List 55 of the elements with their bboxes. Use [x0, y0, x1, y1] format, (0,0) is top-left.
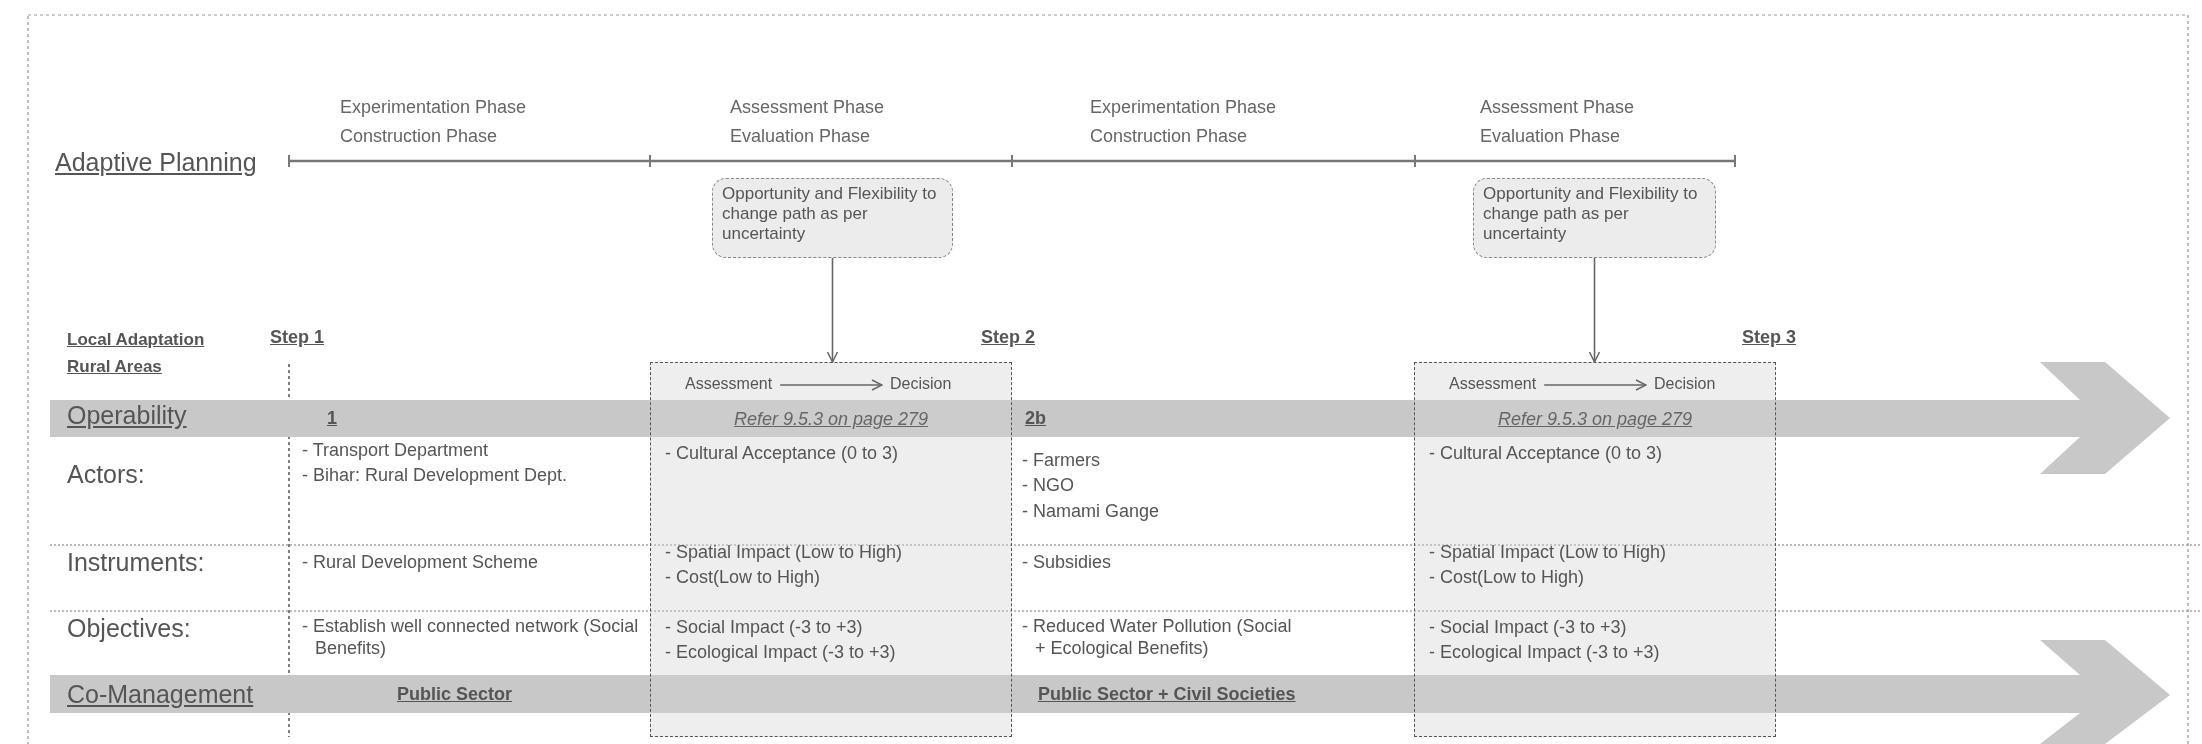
phase-label: Construction Phase [340, 125, 498, 147]
phase-label: Assessment Phase [1480, 96, 1635, 118]
note-box: Opportunity and Flexibility to change path as per uncertainty [1473, 178, 1716, 258]
list-item: - Reduced Water Pollution (Social + Ecological Benefits) [1022, 615, 1293, 659]
assessment-panel [650, 362, 1012, 737]
arrow [1543, 379, 1647, 391]
list-item: - Rural Development Scheme [302, 551, 539, 573]
list-item: - Spatial Impact (Low to High) [1429, 541, 1667, 563]
row-heading: Co-Management [67, 679, 254, 709]
row-heading: Actors: [67, 459, 145, 489]
sector-label: Public Sector + Civil Societies [1038, 683, 1296, 705]
stage-label: Assessment [685, 373, 773, 395]
step-number: 1 [327, 407, 337, 429]
phase-label: Experimentation Phase [1090, 96, 1277, 118]
stage-label: Decision [890, 373, 952, 395]
reference-text: Refer 9.5.3 on page 279 [1496, 408, 1694, 430]
list-item: - Cost(Low to High) [1429, 566, 1585, 588]
step-label: Step 3 [1742, 326, 1797, 348]
stage-label: Assessment [1449, 373, 1537, 395]
list-item: - Farmers [1022, 449, 1100, 471]
phase-label: Evaluation Phase [1480, 125, 1621, 147]
list-item: - Subsidies [1022, 551, 1112, 573]
step-label: Step 2 [981, 326, 1036, 348]
assessment-panel [1414, 362, 1776, 737]
list-item: - Spatial Impact (Low to High) [665, 541, 903, 563]
phase-label: Experimentation Phase [340, 96, 527, 118]
phase-label: Evaluation Phase [730, 125, 871, 147]
phase-label: Construction Phase [1090, 125, 1248, 147]
arrow [1588, 257, 1601, 363]
list-item: - Bihar: Rural Development Dept. [302, 464, 568, 486]
section-heading: Adaptive Planning [55, 147, 257, 177]
list-item: - Transport Department [302, 439, 489, 461]
row-heading: Objectives: [67, 613, 191, 643]
row-heading: Instruments: [67, 547, 205, 577]
arrow [779, 379, 883, 391]
list-item: - Cost(Low to High) [665, 566, 821, 588]
step-number: 2b [1025, 407, 1046, 429]
step-label: Step 1 [270, 326, 325, 348]
phase-label: Assessment Phase [730, 96, 885, 118]
list-item: - NGO [1022, 474, 1074, 496]
row-heading: Operability [67, 400, 187, 430]
arrow [826, 257, 839, 363]
list-item: - Social Impact (-3 to +3) [1429, 616, 1627, 638]
list-item: - Ecological Impact (-3 to +3) [1429, 641, 1660, 663]
list-item: - Social Impact (-3 to +3) [665, 616, 863, 638]
list-item: - Cultural Acceptance (0 to 3) [1429, 442, 1663, 464]
list-item: - Establish well connected network (Social Benefits) [302, 615, 640, 659]
section-heading: Local Adaptation Rural Areas [67, 329, 206, 378]
list-item: - Ecological Impact (-3 to +3) [665, 641, 896, 663]
list-item: - Namami Gange [1022, 500, 1160, 522]
stage-label: Decision [1654, 373, 1716, 395]
sector-label: Public Sector [397, 683, 513, 705]
note-box: Opportunity and Flexibility to change path as per uncertainty [712, 178, 953, 258]
list-item: - Cultural Acceptance (0 to 3) [665, 442, 899, 464]
reference-text: Refer 9.5.3 on page 279 [732, 408, 930, 430]
